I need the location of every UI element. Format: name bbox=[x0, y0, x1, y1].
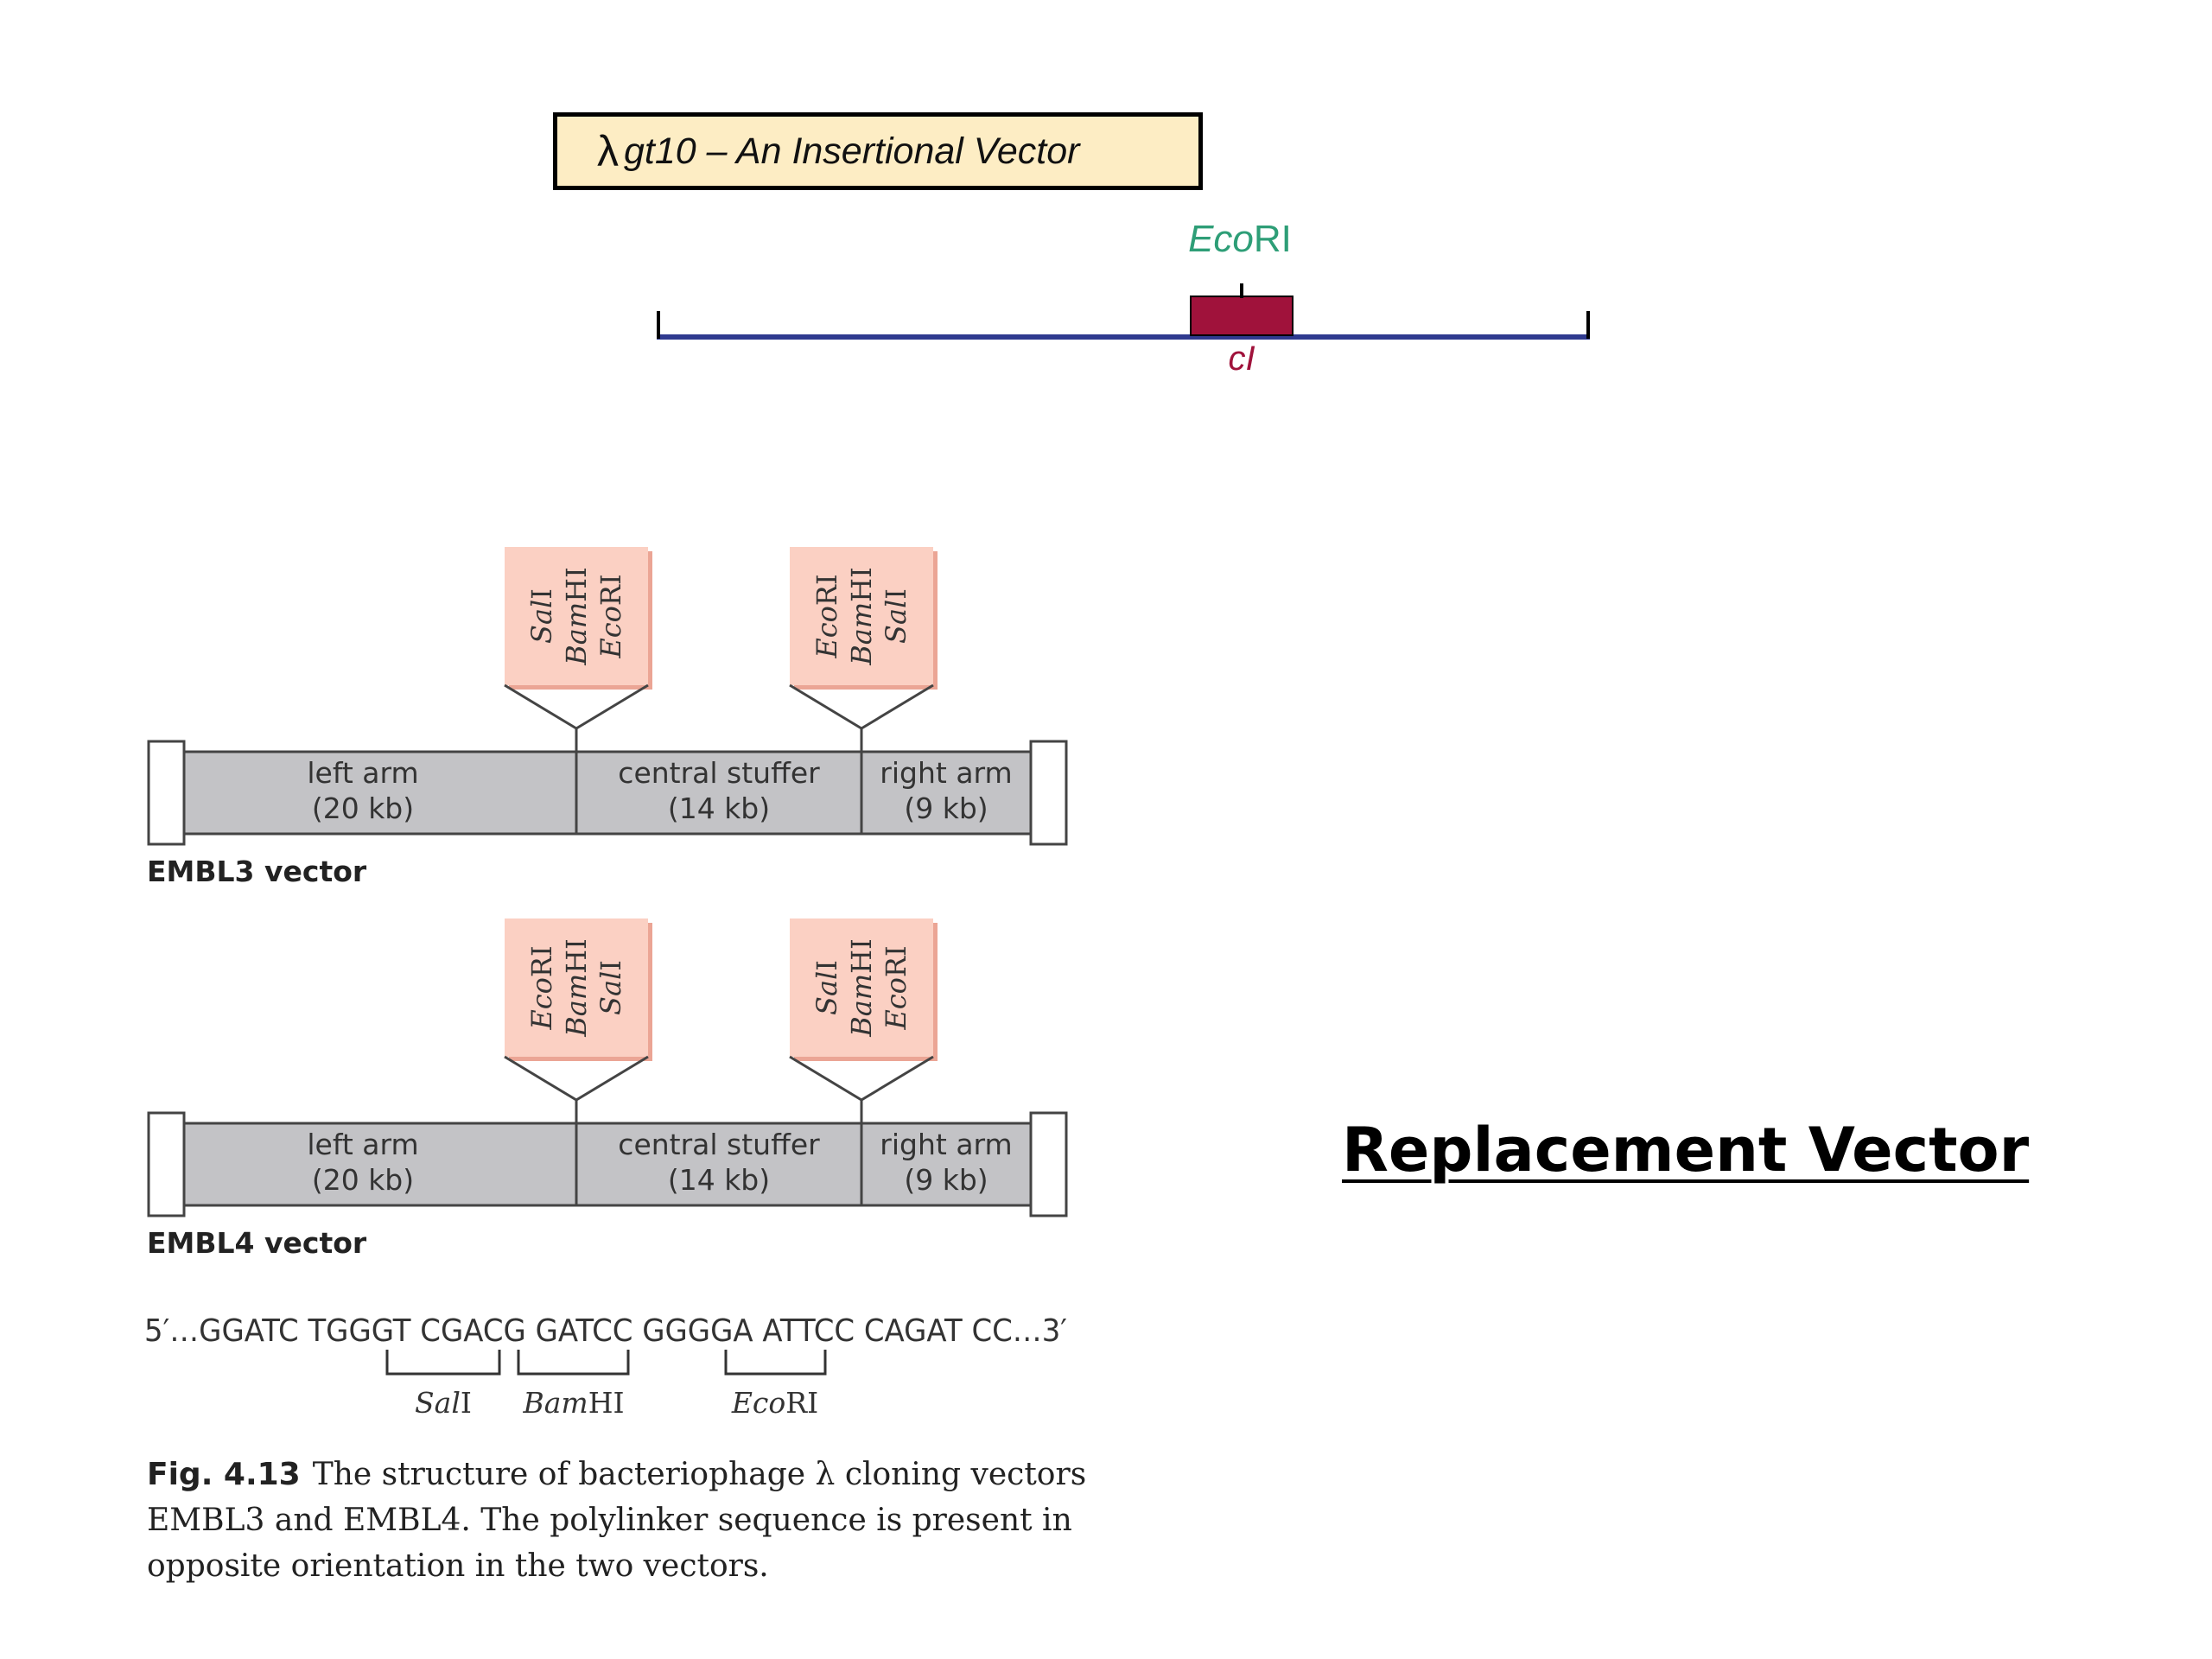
polylinker-callout bbox=[789, 1055, 934, 1102]
figure-number: Fig. 4.13 bbox=[147, 1457, 301, 1492]
lambda-gt10-map: EcoRI cI bbox=[657, 218, 1590, 378]
bamhi-site-label: BamHI bbox=[522, 1386, 624, 1420]
segment-label: central stuffer bbox=[618, 756, 820, 790]
restriction-site-label: BamHI bbox=[845, 938, 878, 1037]
segment-size: (9 kb) bbox=[904, 1163, 988, 1197]
ecori-site-label: EcoRI bbox=[1188, 218, 1292, 260]
restriction-site-label: SalI bbox=[594, 960, 627, 1015]
segment-size: (14 kb) bbox=[668, 791, 770, 825]
restriction-site-label: BamHI bbox=[560, 938, 593, 1037]
ecori-site-label-seq: EcoRI bbox=[731, 1386, 818, 1420]
vector-1: left arm(20 kb) central stuffer(14 kb) rig… bbox=[147, 547, 1068, 888]
restriction-site-label: SalI bbox=[525, 588, 558, 644]
polylinker-box bbox=[505, 547, 648, 685]
right-end-cap bbox=[1029, 1111, 1068, 1217]
insertional-title: gt10 – An Insertional Vector bbox=[624, 130, 1080, 172]
segment-label: central stuffer bbox=[618, 1128, 820, 1161]
segment-label: left arm bbox=[307, 1128, 418, 1161]
polylinker-sequence: 5′…GGATC TGGGT CGACG GATCC GGGGA ATTCC C… bbox=[144, 1313, 1067, 1420]
segment-size: (20 kb) bbox=[312, 1163, 414, 1197]
segment-size: (14 kb) bbox=[668, 1163, 770, 1197]
ci-gene-box bbox=[1190, 296, 1294, 336]
polylinker-callout bbox=[504, 683, 649, 730]
right-end-cap bbox=[1029, 740, 1068, 846]
lambda-symbol: λ bbox=[597, 127, 619, 175]
restriction-site-label: SalI bbox=[810, 960, 843, 1015]
segment-3 bbox=[860, 1122, 1033, 1207]
restriction-site-label: SalI bbox=[880, 588, 912, 644]
left-end-cap bbox=[147, 1111, 186, 1217]
embl-vectors: left arm(20 kb)central stuffer(14 kb)rig… bbox=[147, 547, 1068, 1260]
vector-name: EMBL3 vector bbox=[147, 855, 367, 888]
segment-3 bbox=[860, 750, 1033, 836]
polylinker-box bbox=[505, 918, 648, 1057]
segment-size: (20 kb) bbox=[312, 791, 414, 825]
polylinker-box bbox=[790, 547, 933, 685]
segment-2 bbox=[575, 1122, 863, 1207]
ci-gene-label: cI bbox=[1228, 340, 1255, 378]
segment-size: (9 kb) bbox=[904, 791, 988, 825]
replacement-vector-title: Replacement Vector bbox=[1342, 1115, 2030, 1185]
vector-name: EMBL4 vector bbox=[147, 1226, 367, 1260]
polylinker-callout bbox=[504, 1055, 649, 1102]
bamhi-bracket bbox=[517, 1350, 630, 1376]
insertional-title-box: λ gt10 – An Insertional Vector bbox=[553, 112, 1203, 190]
segment-label: left arm bbox=[307, 756, 418, 790]
restriction-site-label: EcoRI bbox=[880, 945, 912, 1030]
sequence-text: 5′…GGATC TGGGT CGACG GATCC GGGGA ATTCC C… bbox=[144, 1313, 1067, 1349]
polylinker-box bbox=[790, 918, 933, 1057]
sali-bracket bbox=[385, 1350, 501, 1376]
vector-2: left arm(20 kb) central stuffer(14 kb) rig… bbox=[147, 918, 1068, 1260]
segment-label: right arm bbox=[880, 756, 1012, 790]
sali-site-label: SalI bbox=[415, 1386, 472, 1420]
restriction-site-label: BamHI bbox=[845, 567, 878, 665]
restriction-site-label: BamHI bbox=[560, 567, 593, 665]
restriction-site-label: EcoRI bbox=[810, 574, 843, 658]
restriction-site-label: EcoRI bbox=[594, 574, 627, 658]
ecori-bracket bbox=[724, 1350, 827, 1376]
caption-text: The structure of bacteriophage λ cloning… bbox=[147, 1457, 1087, 1584]
polylinker-callout bbox=[789, 683, 934, 730]
segment-label: right arm bbox=[880, 1128, 1012, 1161]
left-end-cap bbox=[147, 740, 186, 846]
restriction-site-label: EcoRI bbox=[525, 945, 558, 1030]
segment-2 bbox=[575, 750, 863, 836]
